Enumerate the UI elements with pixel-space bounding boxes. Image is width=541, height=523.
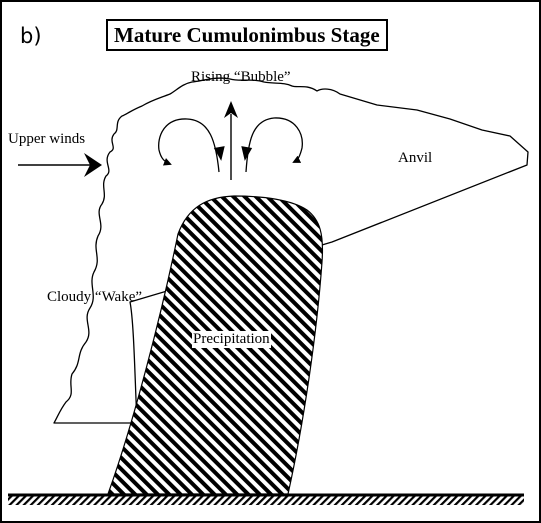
curved-arrow-icon [158, 118, 225, 173]
label-rising-bubble: Rising “Bubble” [191, 69, 291, 85]
right-arrow-icon [18, 153, 102, 177]
diagram-title: Mature Cumulonimbus Stage [106, 19, 388, 51]
up-arrow-icon [224, 101, 238, 180]
label-precipitation: Precipitation [192, 331, 271, 348]
curved-arrow-icon [241, 117, 303, 173]
ground-surface [8, 493, 524, 505]
label-cloudy-wake: Cloudy “Wake” [47, 289, 143, 305]
label-anvil: Anvil [398, 150, 433, 166]
cloud-outline [53, 77, 529, 424]
panel-label: b) [20, 24, 42, 48]
label-upper-winds: Upper winds [8, 131, 86, 147]
